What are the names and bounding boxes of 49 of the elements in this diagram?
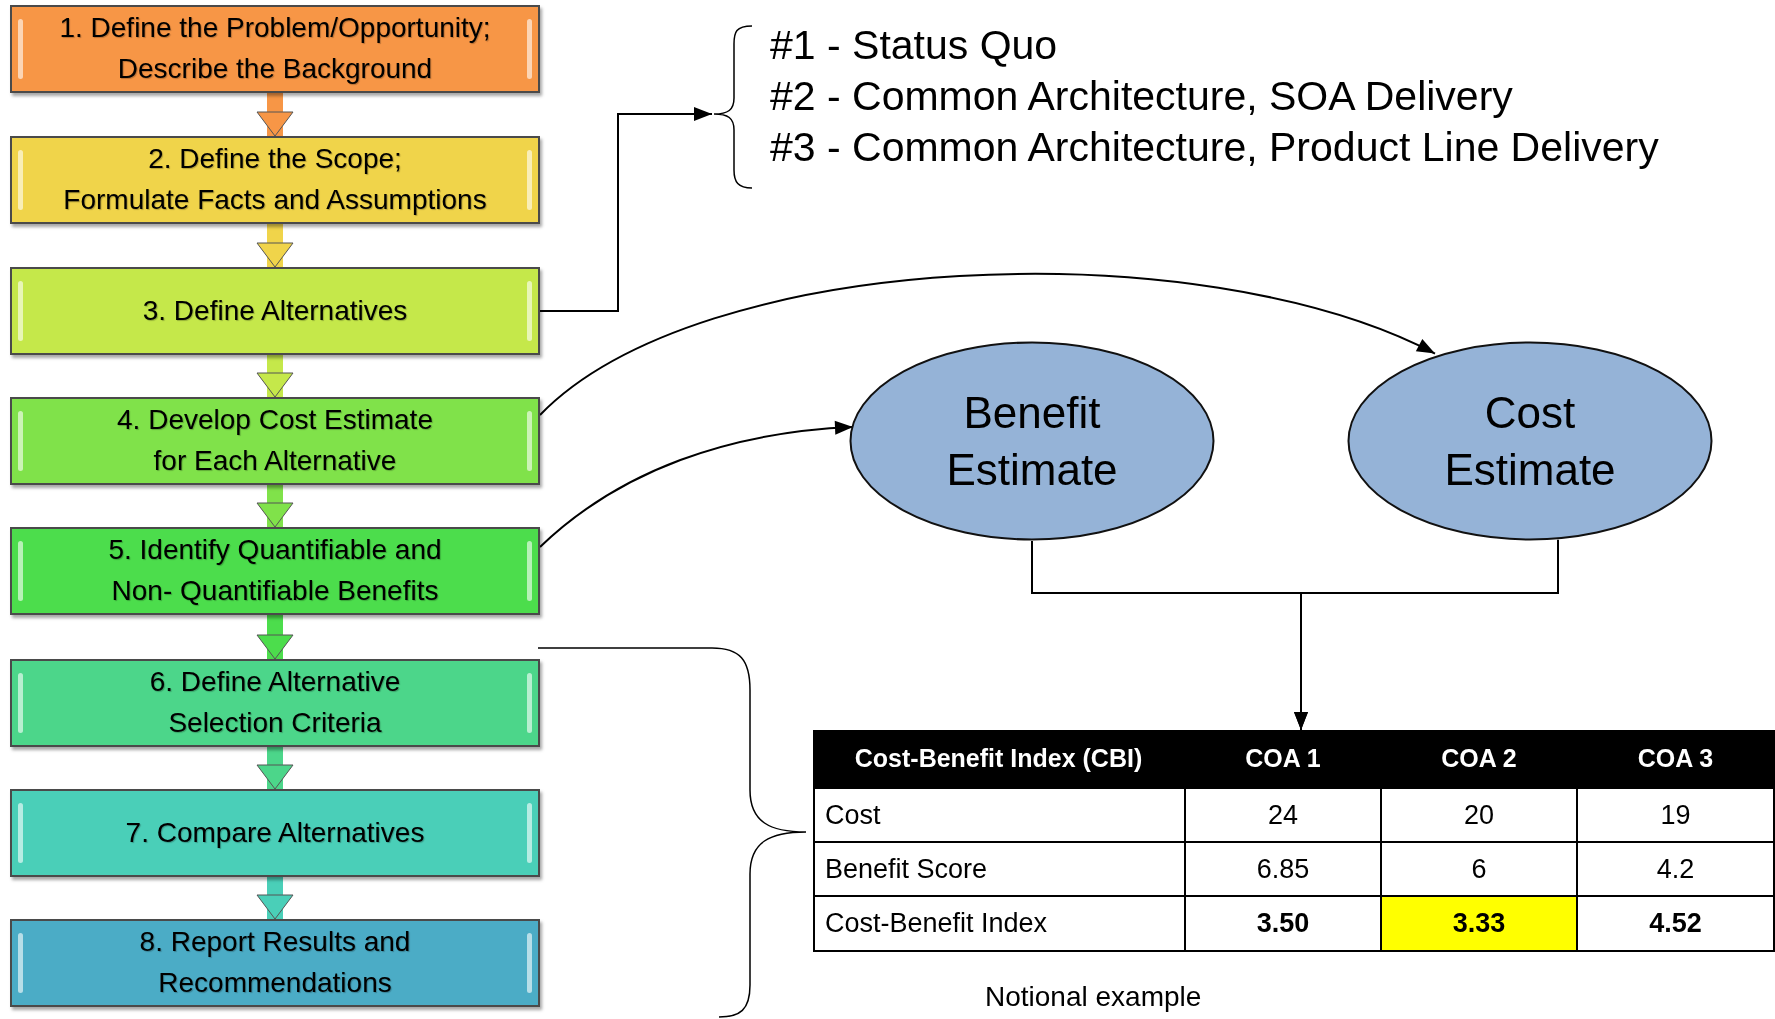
header-cell: Cost-Benefit Index (CBI) [813, 730, 1186, 789]
arrow [1294, 538, 1559, 731]
block-arrow [256, 224, 294, 268]
step-box [10, 527, 540, 615]
step-box [10, 659, 540, 747]
arrow [539, 273, 1436, 416]
table-cell: 4.2 [1578, 843, 1775, 897]
step-label: 5. Identify Quantifiable and Non- Quantifiable Benefits [107, 533, 443, 608]
data-table [813, 730, 1775, 954]
ellipse-label: Benefit Estimate [945, 387, 1119, 496]
header-cell: COA 1 [1186, 730, 1382, 789]
table-cell: 19 [1578, 789, 1775, 843]
block-arrow [256, 355, 294, 398]
ellipse-label: Cost Estimate [1443, 387, 1617, 496]
header-cell: COA 3 [1578, 730, 1775, 789]
step-box [10, 267, 540, 355]
estimate-ellipse [1347, 341, 1713, 541]
step-label: 1. Define the Problem/Opportunity; Describe the Background [58, 11, 492, 86]
block-arrow [256, 615, 294, 660]
block-arrow [256, 747, 294, 790]
step-label: 6. Define Alternative Selection Criteria [148, 665, 402, 740]
table-cell: 24 [1186, 789, 1382, 843]
block-arrow [256, 485, 294, 528]
alternative-text: #2 - Common Architecture, SOA Delivery [770, 72, 1513, 121]
table-cell: 20 [1382, 789, 1578, 843]
note-text: Notional example [985, 980, 1202, 1014]
table-cell: 3.33 [1382, 897, 1578, 952]
step-box [10, 5, 540, 93]
table-cell: 4.52 [1578, 897, 1775, 952]
table-cell: 6.85 [1186, 843, 1382, 897]
table-cell: Cost-Benefit Index [813, 897, 1186, 952]
table-cell: Benefit Score [813, 843, 1186, 897]
header-cell: COA 2 [1382, 730, 1578, 789]
step-box [10, 136, 540, 224]
step-label: 8. Report Results and Recommendations [138, 925, 412, 1000]
arrow [539, 107, 713, 312]
step-label: 7. Compare Alternatives [124, 815, 426, 850]
step-label: 4. Develop Cost Estimate for Each Alternative [116, 403, 434, 478]
alternative-text: #3 - Common Architecture, Product Line Delivery [770, 123, 1659, 172]
step-label: 3. Define Alternatives [141, 293, 409, 328]
step-box [10, 789, 540, 877]
table-cell: Cost [813, 789, 1186, 843]
step-box [10, 397, 540, 485]
block-arrow [256, 93, 294, 137]
estimate-ellipse [849, 341, 1215, 541]
block-arrow [256, 877, 294, 920]
step-box [10, 919, 540, 1007]
step-label: 2. Define the Scope; Formulate Facts and Assumptions [62, 142, 488, 217]
alternative-text: #1 - Status Quo [770, 21, 1058, 70]
